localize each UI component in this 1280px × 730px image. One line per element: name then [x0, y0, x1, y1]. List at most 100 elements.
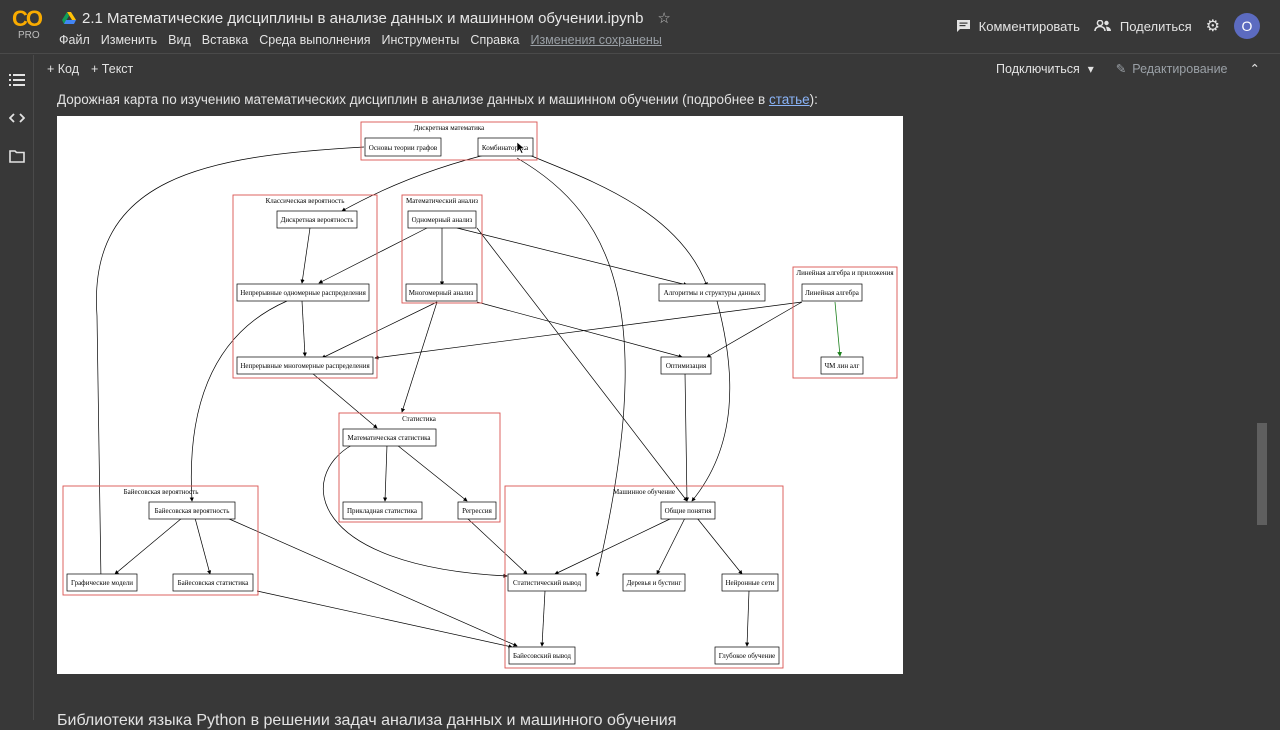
pencil-icon: ✎: [1115, 62, 1127, 76]
node-label-applied-stats: Прикладная статистика: [347, 507, 418, 515]
node-label-continuous-univariate: Непрерывные одномерные распределения: [240, 289, 366, 297]
top-bar: CO PRO 2.1 Математические дисциплины в а…: [0, 0, 1280, 54]
node-combinatorics: [477, 137, 534, 157]
add-text-button[interactable]: + Текст: [91, 62, 134, 76]
node-univariate-analysis: [407, 210, 477, 229]
cluster-label-statistics: Статистика: [402, 415, 437, 423]
left-sidebar: [0, 55, 34, 720]
saved-status-link[interactable]: Изменения сохранены: [530, 33, 662, 47]
node-label-multivariate-analysis: Многомерный анализ: [409, 289, 474, 297]
google-drive-icon: [62, 12, 76, 24]
collapse-header-icon[interactable]: ⌃: [1249, 62, 1260, 76]
cluster-label-machine-learning: Машинное обучение: [613, 488, 675, 496]
node-label-optimization: Оптимизация: [666, 362, 707, 370]
connect-label: Подключиться: [996, 61, 1080, 76]
add-code-button[interactable]: + Код: [47, 62, 80, 76]
node-general-concepts: [660, 501, 716, 520]
node-math-stats: [342, 428, 437, 447]
description-text: Дорожная карта по изучению математически…: [57, 92, 769, 107]
node-label-discrete-prob: Дискретная вероятность: [281, 216, 354, 224]
node-label-graph-theory: Основы теории графов: [369, 144, 438, 152]
next-section-heading: Библиотеки языка Python в решении задач …: [57, 712, 677, 729]
node-neural-nets: [721, 573, 779, 592]
chevron-down-icon: ▾: [1087, 61, 1094, 76]
logo-text: CO: [12, 6, 43, 31]
menu-insert[interactable]: Вставка: [201, 33, 249, 47]
logo-subtext: PRO: [18, 30, 40, 41]
node-label-univariate-analysis: Одномерный анализ: [412, 216, 473, 224]
menu-tools[interactable]: Инструменты: [381, 33, 460, 47]
cluster-label-discrete-math: Дискретная математика: [414, 124, 485, 132]
node-label-bayes-inference: Байесовский вывод: [513, 652, 571, 660]
folder-icon[interactable]: [9, 149, 25, 163]
share-button[interactable]: Поделиться: [1094, 19, 1192, 34]
node-stat-inference: [507, 573, 587, 592]
share-label: Поделиться: [1119, 18, 1192, 34]
description-end: ):: [809, 92, 818, 107]
node-label-continuous-multivariate: Непрерывные многомерные распределения: [240, 362, 370, 370]
title-row: 2.1 Математические дисциплины в анализе …: [62, 7, 671, 29]
node-label-regression: Регрессия: [462, 507, 493, 515]
node-deep-learning: [714, 646, 780, 665]
node-algorithms: [658, 283, 766, 302]
menu-file[interactable]: Файл: [59, 33, 90, 47]
text-cell-description: Дорожная карта по изучению математически…: [57, 92, 818, 107]
people-icon: [1094, 20, 1111, 32]
cluster-label-classic-prob: Классическая вероятность: [266, 197, 345, 205]
node-bayes-stats: [172, 573, 254, 592]
node-label-deep-learning: Глубокое обучение: [719, 652, 776, 660]
cluster-label-bayes-prob: Байесовская вероятность: [124, 488, 199, 496]
node-numerical-linalg: [820, 356, 864, 375]
cluster-statistics: [338, 412, 501, 523]
node-trees-boosting: [622, 573, 686, 592]
node-label-neural-nets: Нейронные сети: [725, 579, 774, 587]
editing-label: Редактирование: [1132, 61, 1228, 76]
gear-icon[interactable]: ⚙: [1205, 18, 1220, 35]
toolbar-right: Подключиться ▾ ✎ Редактирование ⌃: [996, 61, 1260, 77]
article-link[interactable]: статье: [768, 92, 810, 107]
edge-linalg-numerical: [834, 301, 843, 357]
cluster-machine-learning: [504, 485, 784, 669]
node-continuous-univariate: [236, 283, 370, 302]
table-of-contents-icon[interactable]: [9, 73, 25, 87]
node-bayes: [148, 501, 236, 520]
notebook-title[interactable]: 2.1 Математические дисциплины в анализе …: [82, 9, 644, 27]
node-discrete-prob: [276, 210, 358, 229]
cluster-linear-algebra: [792, 266, 898, 379]
comment-icon: [956, 20, 970, 32]
node-continuous-multivariate: [236, 356, 374, 375]
node-label-numerical-linalg: ЧМ лин алг: [825, 362, 860, 370]
cluster-label-math-analysis: Математический анализ: [406, 197, 478, 205]
cluster-label-linear-algebra: Линейная алгебра и приложения: [796, 269, 894, 277]
header-actions: Комментировать Поделиться ⚙ О: [956, 13, 1260, 39]
cell-toolbar: + Код + Текст Подключиться ▾ ✎ Редактиро…: [35, 55, 1280, 83]
node-applied-stats: [342, 501, 423, 520]
avatar[interactable]: О: [1234, 13, 1260, 39]
cluster-bayes-prob: [62, 485, 259, 596]
node-regression: [457, 501, 497, 520]
node-graphical-models: [66, 573, 138, 592]
connect-button[interactable]: Подключиться ▾: [996, 62, 1094, 76]
vertical-scrollbar[interactable]: [1257, 423, 1267, 525]
comment-button[interactable]: Комментировать: [956, 19, 1080, 34]
node-label-bayes-stats: Байесовская статистика: [178, 579, 250, 587]
node-label-bayes: Байесовская вероятность: [155, 507, 230, 515]
menu-view[interactable]: Вид: [168, 33, 191, 47]
colab-logo[interactable]: CO PRO: [12, 8, 48, 44]
cluster-classic-prob: [232, 194, 378, 379]
node-graph-theory: [364, 137, 442, 157]
mouse-cursor-icon: [516, 141, 526, 154]
menu-edit[interactable]: Изменить: [100, 33, 158, 47]
editing-mode-button[interactable]: ✎ Редактирование: [1115, 61, 1228, 77]
node-label-math-stats: Математическая статистика: [347, 434, 431, 442]
node-label-linear-algebra: Линейная алгебра: [805, 289, 860, 297]
star-icon[interactable]: ☆: [657, 10, 671, 27]
node-optimization: [660, 356, 712, 375]
cluster-math-analysis: [401, 194, 483, 304]
menu-runtime[interactable]: Среда выполнения: [259, 33, 371, 47]
code-snippets-icon[interactable]: [9, 111, 25, 125]
node-label-combinatorics: Комбинаторика: [482, 144, 529, 152]
menu-help[interactable]: Справка: [470, 33, 520, 47]
roadmap-diagram: Дискретная математика Классическая вероя…: [57, 116, 903, 674]
menu-bar: Файл Изменить Вид Вставка Среда выполнен…: [59, 33, 673, 47]
